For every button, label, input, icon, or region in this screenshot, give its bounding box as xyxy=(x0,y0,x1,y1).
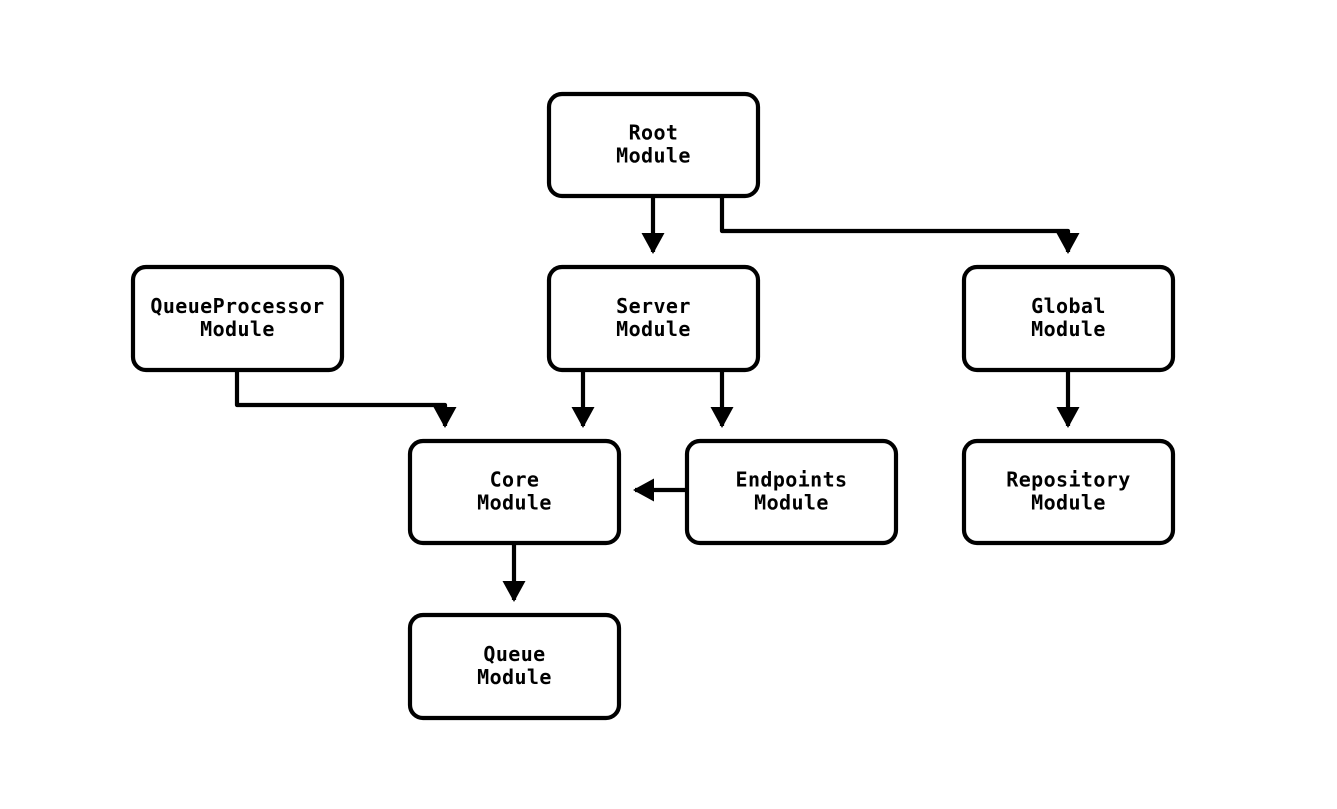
node-core-box[interactable] xyxy=(407,438,622,546)
node-repository-label-line1: Repository xyxy=(1006,468,1130,492)
nodes-layer: RootModuleQueueProcessorModuleServerModu… xyxy=(130,91,1176,721)
node-server-label-line1: Server xyxy=(616,294,691,318)
arrow-root-to-global-icon xyxy=(1056,233,1080,254)
edge-queueprocessor-to-core xyxy=(234,370,448,426)
node-queueprocessor-label-line1: QueueProcessor xyxy=(150,294,324,318)
arrow-endpoints-to-core-icon xyxy=(633,478,654,502)
node-server-label-line2: Module xyxy=(616,317,691,341)
node-endpoints-label-line2: Module xyxy=(754,491,829,515)
node-global-label-line1: Global xyxy=(1031,294,1106,318)
node-global-label-line2: Module xyxy=(1031,317,1106,341)
node-global-box[interactable] xyxy=(961,264,1176,373)
arrow-server-to-core-icon xyxy=(571,407,595,428)
node-root-label-line2: Module xyxy=(616,144,691,168)
arrow-root-to-server-icon xyxy=(641,233,665,254)
node-endpoints-label-line1: Endpoints xyxy=(736,468,848,492)
node-queueprocessor-label-line2: Module xyxy=(200,317,275,341)
node-endpoints-box[interactable] xyxy=(684,438,899,546)
node-queue-label-line1: Queue xyxy=(483,642,545,666)
arrow-global-to-repository-icon xyxy=(1056,407,1080,428)
node-server-box[interactable] xyxy=(546,264,761,373)
node-repository-box[interactable] xyxy=(961,438,1176,546)
node-root-box[interactable] xyxy=(546,91,761,199)
edge-root-to-global xyxy=(719,196,1071,252)
node-queueprocessor-box[interactable] xyxy=(130,264,345,373)
arrowheads-layer xyxy=(433,233,1080,602)
node-core-label-line1: Core xyxy=(490,468,540,492)
arrow-server-to-endpoints-icon xyxy=(710,407,734,428)
node-queue-box[interactable] xyxy=(407,612,622,721)
node-queue-label-line2: Module xyxy=(477,665,552,689)
node-repository-label-line2: Module xyxy=(1031,491,1106,515)
node-core-label-line2: Module xyxy=(477,491,552,515)
edges-layer xyxy=(234,196,1071,600)
arrow-queueprocessor-to-core-icon xyxy=(433,407,457,428)
node-root-label-line1: Root xyxy=(629,121,679,145)
arrow-core-to-queue-icon xyxy=(502,581,526,602)
